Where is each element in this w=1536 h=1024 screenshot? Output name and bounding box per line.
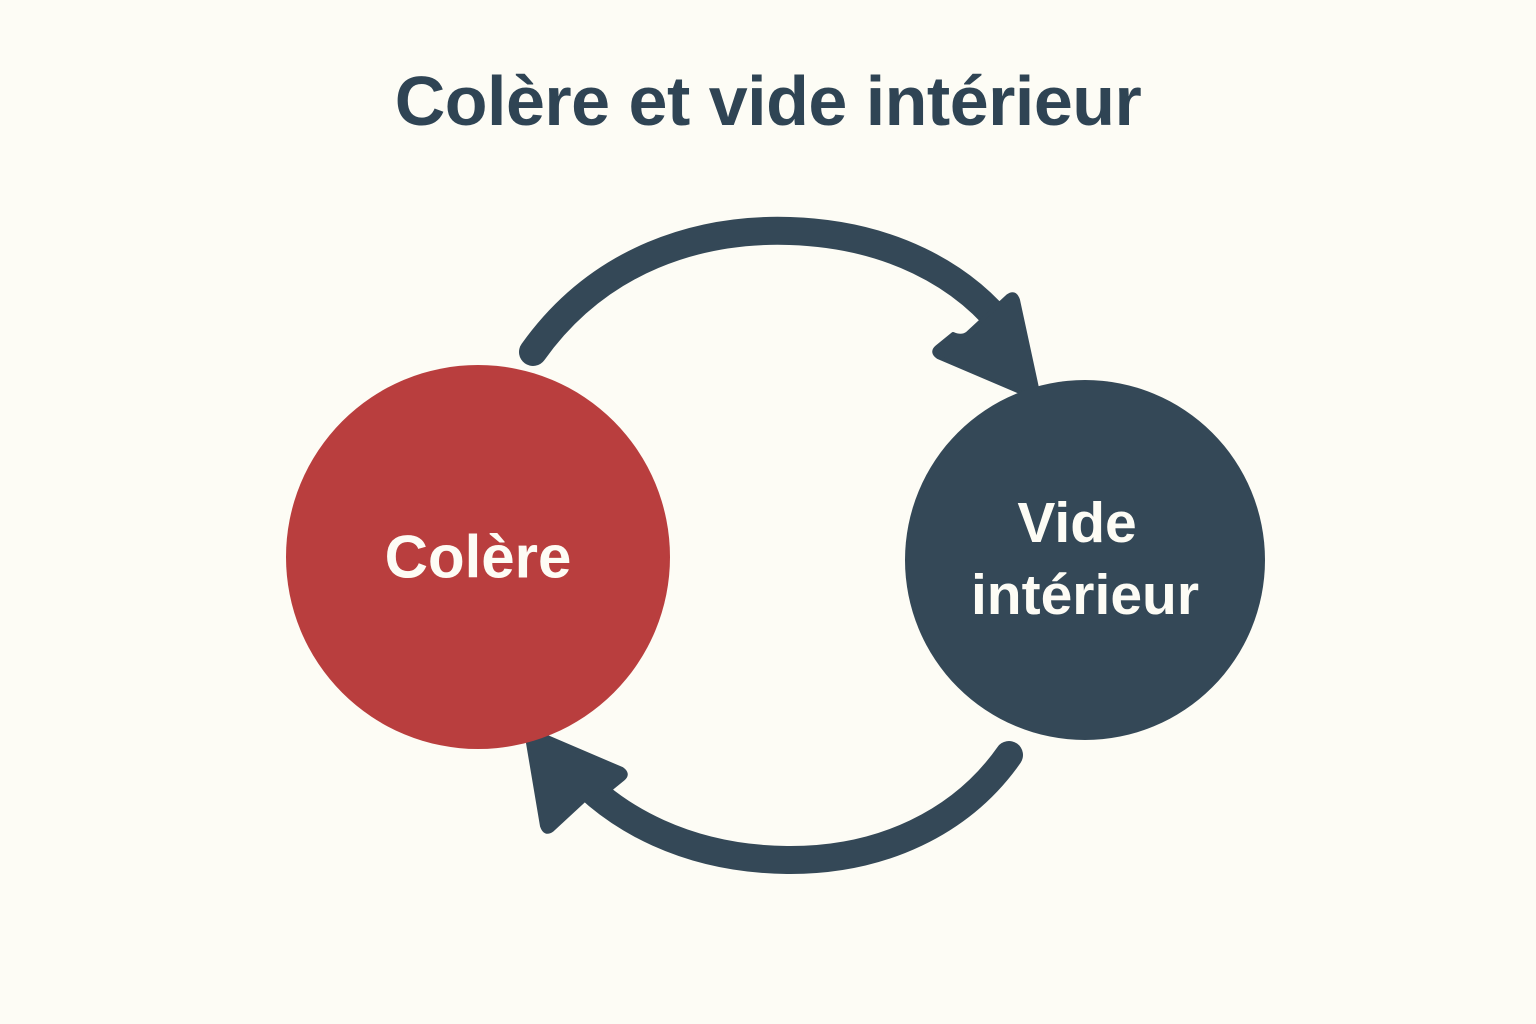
node-anger[interactable]: Colère xyxy=(286,365,670,749)
arrow-anger-to-void xyxy=(519,216,1039,399)
node-void[interactable]: Vide intérieur xyxy=(905,380,1265,740)
arrow-void-to-anger-shaft xyxy=(547,741,1023,875)
node-void-circle[interactable] xyxy=(905,380,1265,740)
arrow-void-to-anger xyxy=(524,727,1023,875)
node-void-label-line-2: intérieur xyxy=(971,563,1199,627)
arrow-anger-to-void-shaft xyxy=(519,216,1026,366)
page-title: Colère et vide intérieur xyxy=(394,62,1142,140)
node-anger-label: Colère xyxy=(385,524,572,591)
node-void-label-line-1: Vide xyxy=(1017,491,1136,555)
node-anger-circle[interactable] xyxy=(286,365,670,749)
node-void-label: Vide intérieur xyxy=(971,491,1199,627)
